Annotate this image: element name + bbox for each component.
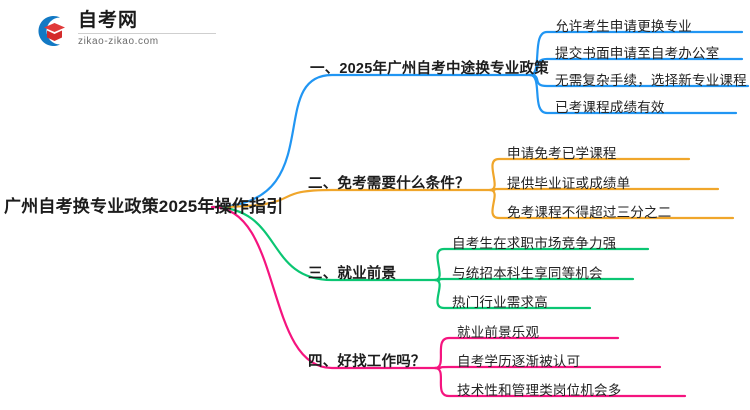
branch-1-leaf-4[interactable]: 已考课程成绩有效	[555, 100, 665, 115]
branch-4-node[interactable]: 四、好找工作吗？	[308, 354, 426, 370]
branch-3-node[interactable]: 三、就业前景	[308, 266, 397, 282]
branch-3-leaf-1[interactable]: 自考生在求职市场竞争力强	[452, 236, 617, 251]
logo-text: 自考网 zikao-zikao.com	[78, 10, 218, 47]
branch-1-leaf-3[interactable]: 无需复杂手续，选择新专业课程	[555, 73, 747, 88]
branch-4-leaf-3[interactable]: 技术性和管理类岗位机会多	[457, 383, 622, 398]
branch-3-leaf-3[interactable]: 热门行业需求高	[452, 295, 548, 310]
branch-1-node[interactable]: 一、2025年广州自考中途换专业政策	[310, 61, 549, 77]
logo-name: 自考网	[78, 10, 139, 31]
branch-4-connector	[210, 205, 437, 370]
branch-4-leaf-1[interactable]: 就业前景乐观	[457, 325, 540, 340]
graduation-cap-icon	[38, 16, 65, 46]
branch-1-leaf-1[interactable]: 允许考生申请更换专业	[555, 19, 692, 34]
branch-4-leaf-2[interactable]: 自考学历逐渐被认可	[457, 354, 581, 369]
site-logo: 自考网 zikao-zikao.com	[30, 8, 220, 54]
branch-2-leaf-2[interactable]: 提供毕业证或成绩单	[507, 176, 631, 191]
branch-2-node[interactable]: 二、免考需要什么条件？	[308, 176, 470, 192]
branch-2-leaf-3[interactable]: 免考课程不得超过三分之二	[507, 205, 672, 220]
logo-url: zikao-zikao.com	[78, 36, 159, 47]
branch-3-leaf-2[interactable]: 与统招本科生享同等机会	[452, 266, 603, 281]
branch-1-leaf-2[interactable]: 提交书面申请至自考办公室	[555, 46, 720, 61]
branch-2-leaf-1[interactable]: 申请免考已学课程	[507, 146, 617, 161]
mindmap-root-node[interactable]: 广州自考换专业政策2025年操作指引	[4, 197, 284, 216]
logo-divider	[78, 33, 216, 34]
